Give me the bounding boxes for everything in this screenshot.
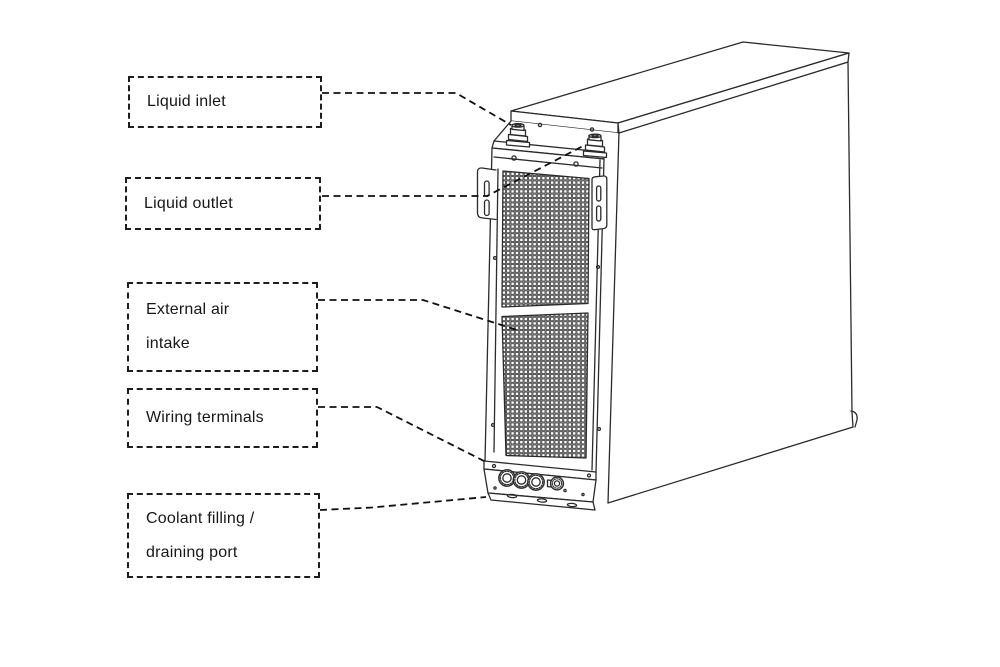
leader-coolant-port	[319, 496, 487, 511]
panel-hole	[581, 492, 585, 497]
liquid-outlet-port	[582, 133, 608, 159]
callout-text: Wiring terminals	[146, 409, 264, 426]
leader-liquid-outlet	[322, 145, 584, 197]
callout-wiring-terminals: Wiring terminals	[127, 388, 318, 448]
base-slot	[566, 502, 578, 508]
leader-external-air-intake	[318, 299, 518, 331]
callout-text: Liquid inlet	[147, 93, 226, 110]
top-plate-screw	[589, 127, 595, 132]
liquid-inlet-port	[505, 123, 531, 148]
panel-screw	[491, 463, 497, 469]
wiring-terminal-connector-3	[527, 473, 545, 491]
top-step-edge	[493, 120, 512, 142]
callout-text: Liquid outlet	[144, 194, 233, 212]
coolant-filling-draining-port	[546, 476, 565, 491]
wiring-terminal-connector-1	[498, 469, 516, 487]
callout-text: intake	[146, 335, 190, 352]
frame-screw	[595, 264, 601, 270]
panel-hole	[563, 488, 567, 493]
panel-hole	[493, 486, 497, 490]
callout-liquid-outlet: Liquid outlet	[125, 177, 321, 230]
leader-wiring-terminals	[318, 406, 489, 464]
bracket-slot	[595, 185, 602, 202]
frame-screw	[573, 161, 579, 167]
air-intake-grille-upper	[501, 170, 590, 308]
leader-liquid-inlet	[322, 92, 512, 126]
frame-left-inner-line	[493, 168, 499, 453]
callout-leaders	[318, 92, 584, 511]
callout-liquid-inlet: Liquid inlet	[128, 76, 322, 128]
callout-external-air-intake: External air intake	[127, 282, 318, 372]
frame-screw	[490, 422, 496, 428]
lid-right-rim	[617, 52, 850, 134]
wiring-terminal-connector-2	[512, 471, 531, 489]
frame-screw	[596, 426, 602, 432]
top-plate-screw	[537, 122, 543, 128]
callout-text: Coolant filling /	[146, 509, 255, 527]
mounting-bracket-left	[476, 167, 497, 221]
base-slot	[536, 498, 548, 503]
callout-text: draining port	[146, 543, 238, 561]
cabinet-drawing	[476, 41, 858, 511]
wiring-terminal-panel	[483, 460, 597, 511]
bracket-slot	[595, 205, 602, 222]
side-panel	[607, 61, 854, 504]
base-slot	[506, 493, 518, 499]
bracket-slot	[483, 199, 490, 217]
frame-screw	[511, 155, 517, 161]
callout-coolant-port: Coolant filling / draining port	[127, 493, 320, 578]
callout-text: External air	[146, 301, 230, 318]
air-intake-grille-lower	[501, 312, 589, 459]
mounting-bracket-right	[591, 175, 608, 231]
frame-screw	[492, 255, 498, 261]
panel-screw	[586, 473, 592, 478]
side-panel-foot	[850, 410, 858, 428]
